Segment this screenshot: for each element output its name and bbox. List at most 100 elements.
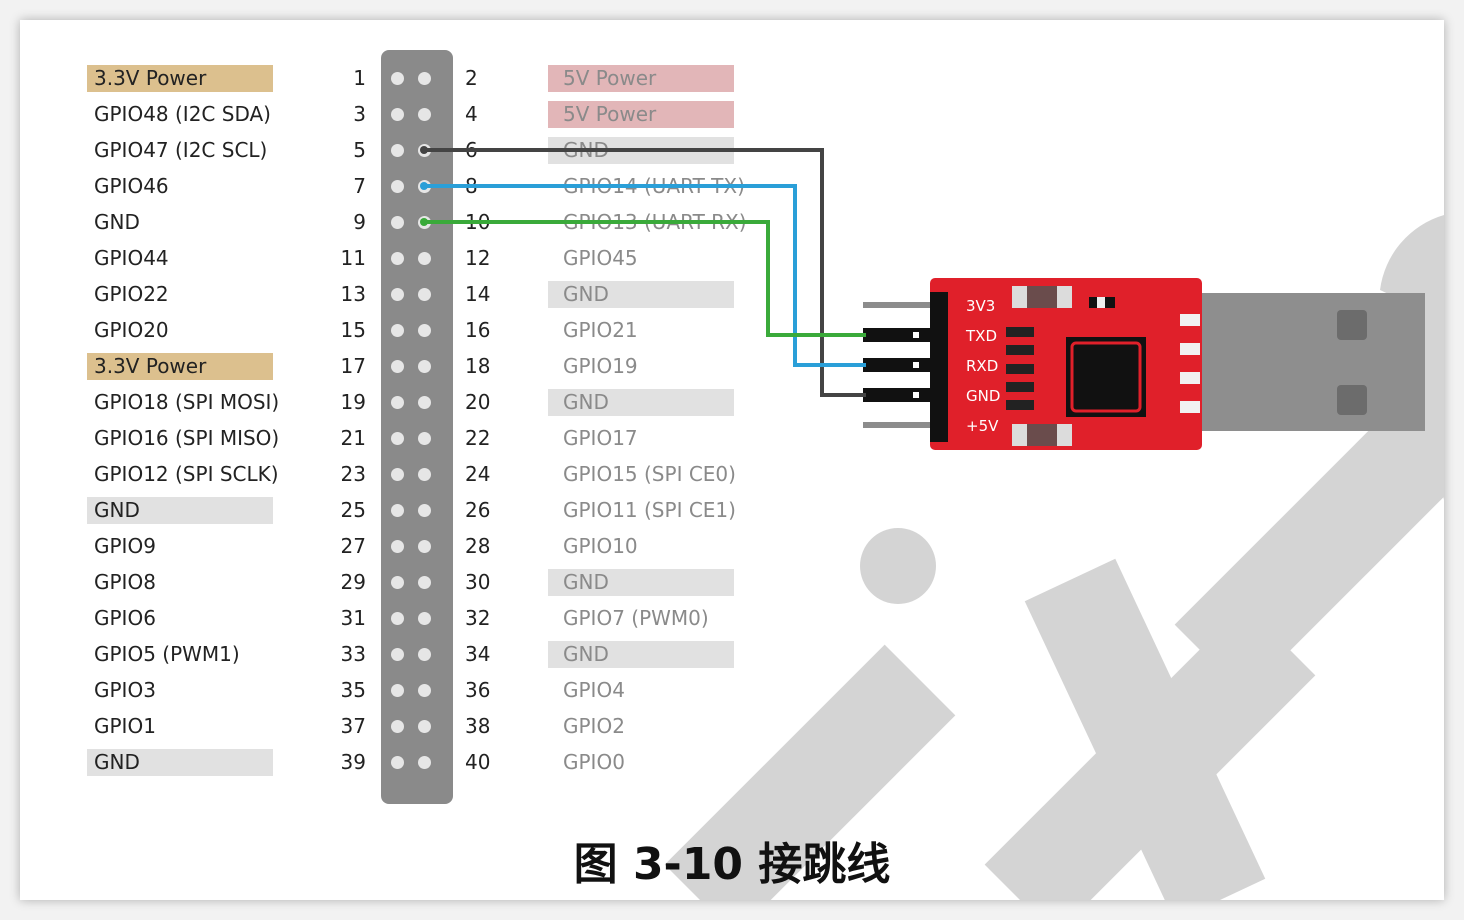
board-edge-pad (1180, 372, 1200, 384)
left-pin-number: 9 (353, 210, 366, 234)
left-pin-label: GPIO12 (SPI SCLK) (94, 462, 279, 486)
header-pin (418, 324, 431, 337)
header-pin (391, 576, 404, 589)
header-pin (418, 288, 431, 301)
left-pin-label: GPIO16 (SPI MISO) (94, 426, 280, 450)
right-pin-number: 16 (465, 318, 491, 342)
right-pin-number: 22 (465, 426, 491, 450)
header-pin (391, 216, 404, 229)
module-pin-gnd (863, 388, 930, 402)
header-pin (418, 684, 431, 697)
left-pin-number: 1 (353, 66, 366, 90)
header-pin (418, 576, 431, 589)
left-pin-label: 3.3V Power (94, 354, 207, 378)
board-edge-pad (1180, 343, 1200, 355)
right-pin-number: 28 (465, 534, 491, 558)
left-pin-number: 7 (353, 174, 366, 198)
right-pin-label: GPIO19 (563, 354, 638, 378)
right-pin-label: GPIO17 (563, 426, 638, 450)
smd-part-end (1012, 286, 1027, 308)
right-pin-label: GPIO7 (PWM0) (563, 606, 709, 630)
watermark-dot (860, 528, 936, 604)
left-pin-label: GPIO44 (94, 246, 169, 270)
right-pin-label: GND (563, 570, 609, 594)
right-pin-label: GPIO21 (563, 318, 638, 342)
module-pin-3v3 (863, 302, 930, 308)
pin-row: GPIO8 29 30 GND (20, 564, 1444, 600)
left-pin-number: 17 (340, 354, 366, 378)
gpio-header-strip (381, 50, 453, 804)
header-pin (418, 504, 431, 517)
left-pin-label: GPIO47 (I2C SCL) (94, 138, 268, 162)
header-pin (418, 396, 431, 409)
pin-label-highlight (548, 281, 734, 308)
left-pin-label: GPIO46 (94, 174, 169, 198)
module-pin-rxd (863, 358, 930, 372)
right-pin-label: GPIO45 (563, 246, 638, 270)
left-pin-label: GPIO9 (94, 534, 156, 558)
pin-label-highlight (87, 65, 273, 92)
right-pin-label: GPIO15 (SPI CE0) (563, 462, 736, 486)
pin-label-highlight (87, 353, 273, 380)
pin-label-highlight (548, 65, 734, 92)
watermark-logo (664, 215, 1444, 900)
right-pin-number: 14 (465, 282, 491, 306)
left-pin-label: GPIO18 (SPI MOSI) (94, 390, 280, 414)
left-pin-label: GPIO3 (94, 678, 156, 702)
right-pin-number: 30 (465, 570, 491, 594)
right-pin-number: 32 (465, 606, 491, 630)
header-pin (391, 504, 404, 517)
left-pin-label: GPIO6 (94, 606, 156, 630)
left-pin-number: 27 (340, 534, 366, 558)
jumper-wires (420, 146, 866, 397)
left-pin-label: GPIO20 (94, 318, 169, 342)
watermark-stroke-1 (664, 644, 956, 900)
left-pin-number: 31 (340, 606, 366, 630)
smd-part (1006, 400, 1034, 410)
right-pin-number: 36 (465, 678, 491, 702)
header-pin (418, 72, 431, 85)
smd-part (1006, 327, 1034, 337)
header-pin (391, 432, 404, 445)
right-pin-number: 38 (465, 714, 491, 738)
left-pin-number: 11 (340, 246, 366, 270)
board-edge-pad (1180, 314, 1200, 326)
wire-pin-10-to-txd (424, 220, 866, 337)
header-pin (418, 648, 431, 661)
pin-label-highlight (548, 101, 734, 128)
right-pin-number: 20 (465, 390, 491, 414)
header-pin (418, 468, 431, 481)
left-pin-label: GPIO8 (94, 570, 156, 594)
right-pin-number: 2 (465, 66, 478, 90)
smd-part (1006, 364, 1034, 374)
right-pin-label: GND (563, 390, 609, 414)
right-pin-label: 5V Power (563, 66, 657, 90)
wire-pin-6-to-gnd (424, 148, 866, 397)
left-pin-number: 19 (340, 390, 366, 414)
header-pin (391, 648, 404, 661)
left-pin-label: GND (94, 210, 140, 234)
header-pin (391, 756, 404, 769)
right-pin-number: 26 (465, 498, 491, 522)
pin-label-highlight (548, 569, 734, 596)
right-pin-label: GND (563, 642, 609, 666)
figure-caption: 图 3-10 接跳线 (573, 839, 891, 890)
left-pin-label: GPIO1 (94, 714, 156, 738)
smd-part (1006, 345, 1034, 355)
usb-plug-body (1190, 293, 1425, 431)
chip (1070, 341, 1142, 413)
left-pin-label: GPIO48 (I2C SDA) (94, 102, 271, 126)
usb-plug-hole-2 (1337, 385, 1367, 415)
left-pin-number: 29 (340, 570, 366, 594)
left-pin-number: 33 (340, 642, 366, 666)
